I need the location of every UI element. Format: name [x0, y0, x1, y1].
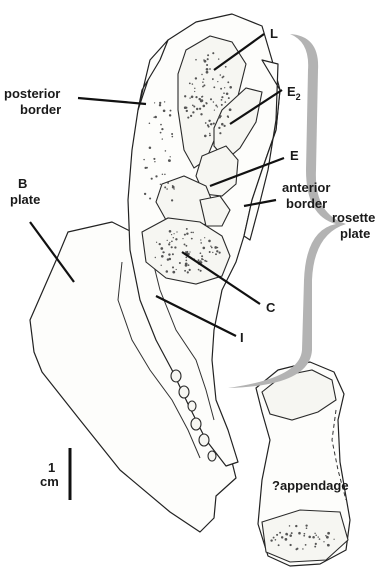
appendage-specimen: [256, 362, 350, 566]
label-scale-1: 1: [48, 460, 55, 475]
label-appendage: ?appendage: [272, 478, 349, 493]
label-e2: E2: [287, 84, 301, 102]
label-e: E: [290, 148, 299, 163]
label-l: L: [270, 26, 278, 41]
label-e2-sub: 2: [296, 92, 301, 102]
label-anterior-border: anterior border: [282, 180, 334, 211]
label-anterior-border-2: border: [286, 196, 327, 211]
label-c: C: [266, 300, 276, 315]
label-scale-cm: cm: [40, 474, 59, 489]
label-posterior-border: posterior border: [4, 86, 64, 117]
label-b: B: [18, 176, 27, 191]
label-rosette-plate-2: plate: [340, 226, 370, 241]
label-b-plate-2: plate: [10, 192, 40, 207]
leader-posterior: [78, 98, 146, 104]
label-e2-main: E: [287, 84, 296, 99]
label-rosette-plate: rosette plate: [332, 210, 379, 241]
label-scale: 1 cm: [40, 460, 59, 489]
label-anterior: anterior: [282, 180, 330, 195]
label-posterior-border-2: border: [20, 102, 61, 117]
label-i: I: [240, 330, 244, 345]
label-posterior: posterior: [4, 86, 60, 101]
label-rosette: rosette: [332, 210, 375, 225]
label-b-plate: B plate: [10, 176, 40, 207]
